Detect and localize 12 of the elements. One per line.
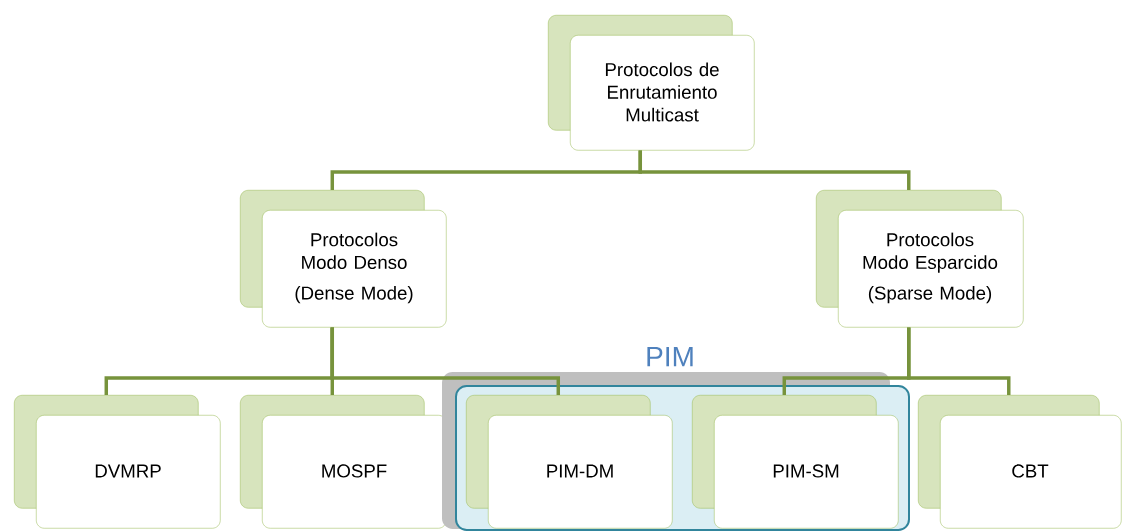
stacked-box: Protocolos Modo Esparcido (Sparse Mode) bbox=[816, 190, 1024, 328]
connector-line bbox=[638, 150, 911, 190]
stacked-box: Protocolos de Enrutamiento Multicast bbox=[548, 15, 755, 151]
group-heading: PIM bbox=[647, 347, 693, 367]
connector-line bbox=[330, 327, 560, 395]
stacked-box: CBT bbox=[918, 395, 1122, 529]
stacked-box: PIM-SM bbox=[692, 395, 899, 529]
stacked-box: DVMRP bbox=[14, 395, 221, 529]
stacked-box: MOSPF bbox=[240, 395, 447, 529]
stacked-box: PIM-DM bbox=[466, 395, 673, 529]
stacked-box: Protocolos Modo Denso (Dense Mode) bbox=[240, 190, 447, 328]
connector-line bbox=[907, 327, 1011, 395]
